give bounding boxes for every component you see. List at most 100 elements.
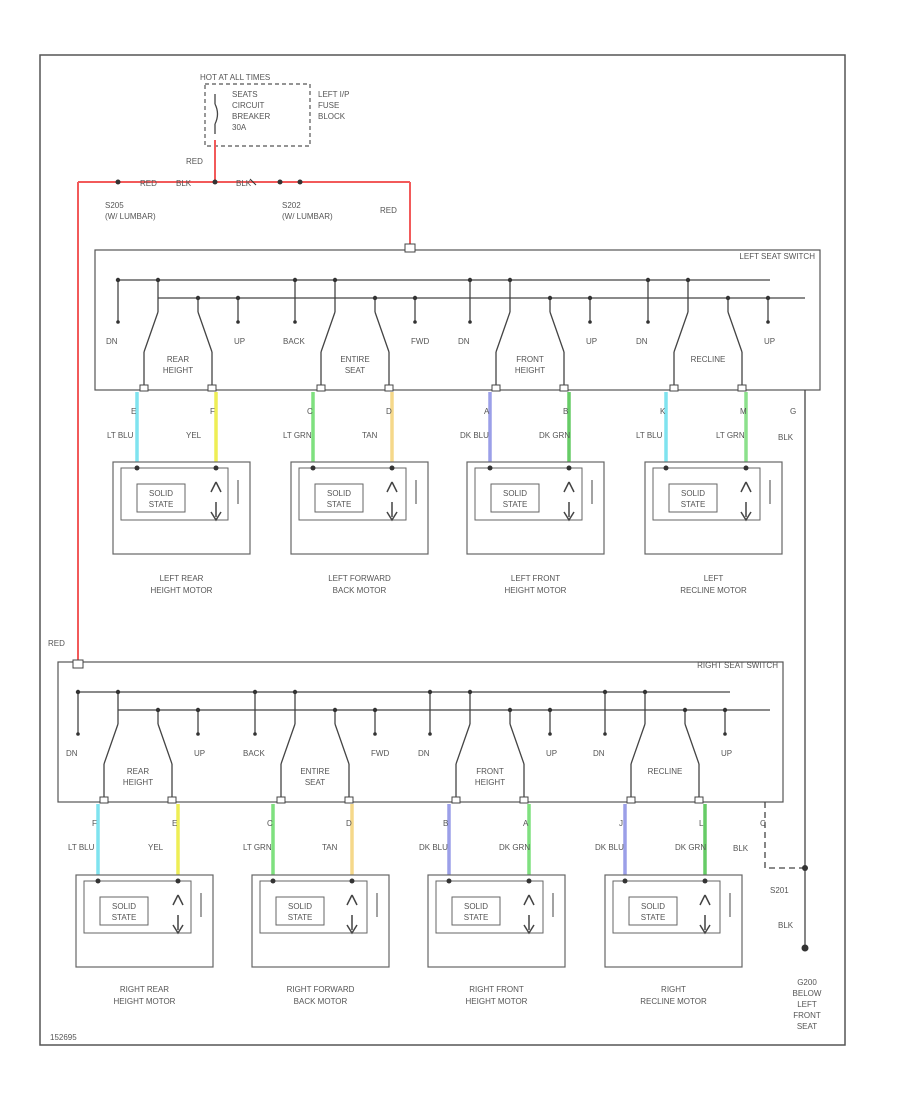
switch-blade [334, 723, 350, 765]
motor-terminal [743, 465, 749, 471]
motor-inner-box [652, 467, 761, 521]
switch-term-label: DN [66, 749, 78, 758]
switch-node [155, 707, 161, 713]
wire-color-label: YEL [148, 843, 164, 852]
motor-terminal [622, 878, 628, 884]
wire-color-label: DK GRN [675, 843, 706, 852]
switch-pin [384, 384, 394, 392]
ground-loc-2: BELOW [793, 989, 822, 998]
solid-state-box [99, 896, 149, 926]
motor-box [75, 874, 214, 968]
switch-blade [673, 311, 689, 353]
solid-state-box [314, 483, 364, 513]
wire-pin-label: E [172, 819, 177, 828]
solid-state-label: SOLID [327, 489, 351, 498]
left-switch-input-connector [404, 243, 416, 253]
motor-caption: LEFT FRONT [511, 574, 560, 583]
ground-loc-1: G200 [797, 978, 817, 987]
breaker-label-4: 30A [232, 123, 247, 132]
switch-group-name: HEIGHT [475, 778, 505, 787]
left-seat-switch-box [94, 249, 821, 391]
bus-tag-4: RED [380, 206, 397, 215]
switch-node [372, 707, 378, 713]
switch-term-label: DN [106, 337, 118, 346]
switch-blade [455, 723, 471, 765]
switch-pin [451, 796, 461, 804]
solid-state-label: SOLID [681, 489, 705, 498]
motor-terminal [270, 878, 276, 884]
switch-contact [196, 732, 200, 736]
switch-node [412, 295, 418, 301]
splice-2-id: S202 [282, 201, 301, 210]
splice-1-note: (W/ LUMBAR) [105, 212, 156, 221]
ground-wire-label: BLK [778, 921, 794, 930]
switch-contact [76, 732, 80, 736]
motor-inner-box [612, 880, 721, 934]
switch-term-label: BACK [283, 337, 305, 346]
right-feed-label: RED [48, 639, 65, 648]
bus-tag-1: RED [140, 179, 157, 188]
switch-term-label: UP [234, 337, 245, 346]
wire-pin-label: J [619, 819, 623, 828]
left-ground-color: BLK [778, 433, 794, 442]
motor-caption: BACK MOTOR [333, 586, 387, 595]
switch-node [75, 689, 81, 695]
solid-state-label: STATE [464, 913, 489, 922]
motor-symbol [699, 894, 711, 930]
right-ground-color: BLK [733, 844, 749, 853]
right-ground-pin: C [760, 819, 766, 828]
switch-node [332, 277, 338, 283]
motor-terminal [349, 878, 355, 884]
motor-terminal [134, 465, 140, 471]
splice-2-note: (W/ LUMBAR) [282, 212, 333, 221]
solid-state-label: STATE [327, 500, 352, 509]
motor-box [427, 874, 566, 968]
switch-contact [253, 732, 257, 736]
switch-term-label: DN [636, 337, 648, 346]
wire-pin-label: D [386, 407, 392, 416]
solid-state-label: STATE [149, 500, 174, 509]
solid-state-label: SOLID [641, 902, 665, 911]
switch-term-label: FWD [371, 749, 389, 758]
switch-pin [737, 384, 747, 392]
wire-pin-label: A [484, 407, 490, 416]
wire-color-label: TAN [322, 843, 338, 852]
left-ground-pin: G [790, 407, 796, 416]
motor-terminal [487, 465, 493, 471]
switch-node [195, 707, 201, 713]
wire-color-label: LT BLU [107, 431, 134, 440]
switch-node [115, 277, 121, 283]
motor-caption: BACK MOTOR [294, 997, 348, 1006]
switch-node [587, 295, 593, 301]
motor-inner-box [83, 880, 192, 934]
solid-state-label: STATE [503, 500, 528, 509]
wire-pin-label: M [740, 407, 747, 416]
motor-symbol [699, 924, 711, 935]
motor-caption: LEFT FORWARD [328, 574, 391, 583]
switch-term-label: UP [546, 749, 557, 758]
switch-contact [428, 732, 432, 736]
switch-contact [723, 732, 727, 736]
solid-state-box [490, 483, 540, 513]
motor-terminal [446, 878, 452, 884]
switch-node [292, 689, 298, 695]
motor-box [466, 461, 605, 555]
switch-node [547, 295, 553, 301]
solid-state-label: STATE [641, 913, 666, 922]
wire-color-label: DK GRN [499, 843, 530, 852]
switch-blade [197, 311, 213, 353]
motor-caption: HEIGHT MOTOR [151, 586, 213, 595]
wire-color-label: LT BLU [68, 843, 95, 852]
switch-node [155, 277, 161, 283]
solid-state-box [628, 896, 678, 926]
switch-pin [276, 796, 286, 804]
switch-group-name: ENTIRE [300, 767, 329, 776]
splice-1-id: S205 [105, 201, 124, 210]
motor-inner-box [435, 880, 544, 934]
motor-terminal [389, 465, 395, 471]
switch-node [725, 295, 731, 301]
switch-pin [99, 796, 109, 804]
motor-symbol [386, 481, 398, 517]
switch-blade [374, 311, 390, 353]
